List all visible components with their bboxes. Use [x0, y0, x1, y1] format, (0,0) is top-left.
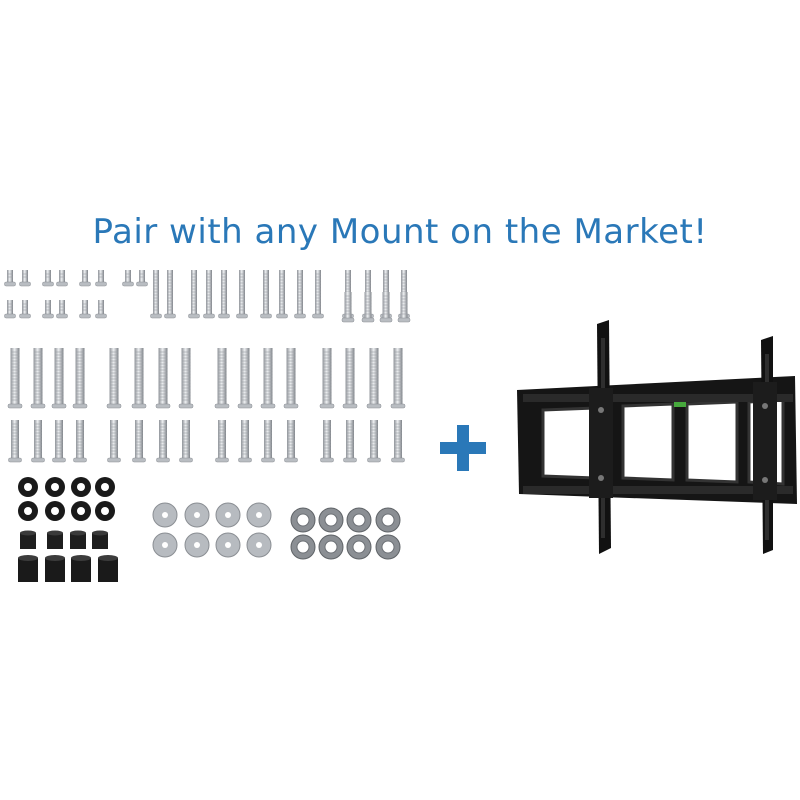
plus-icon	[440, 425, 486, 471]
headline: Pair with any Mount on the Market!	[92, 212, 708, 252]
tv-wall-mount-image	[517, 320, 797, 554]
mounting-hardware-image	[4, 270, 411, 582]
